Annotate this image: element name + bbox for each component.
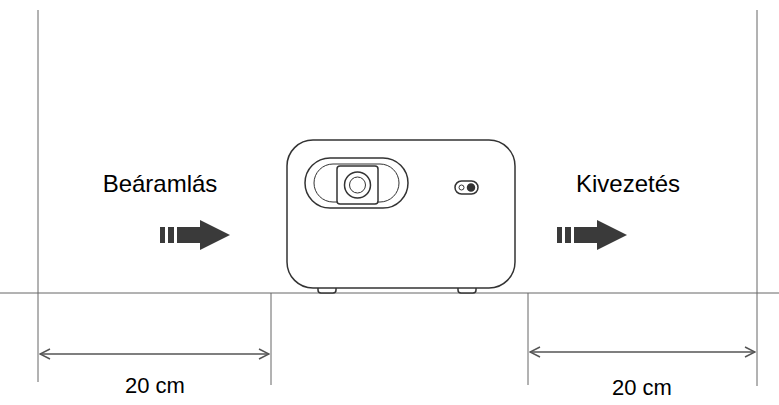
outflow-label: Kivezetés bbox=[576, 171, 680, 197]
extension-line bbox=[528, 293, 529, 385]
left-wall bbox=[38, 10, 39, 382]
inflow-arrow bbox=[160, 220, 230, 250]
inflow-label: Beáramlás bbox=[103, 171, 218, 197]
dimension-label: 20 cm bbox=[125, 374, 185, 398]
floor-line bbox=[0, 293, 779, 294]
right-wall bbox=[757, 10, 758, 386]
outflow-arrow bbox=[557, 220, 627, 250]
dimension-arrow bbox=[40, 353, 269, 355]
dimension-label: 20 cm bbox=[612, 376, 672, 400]
dimension-arrow bbox=[530, 351, 755, 353]
projector bbox=[287, 140, 515, 293]
extension-line bbox=[271, 293, 272, 385]
